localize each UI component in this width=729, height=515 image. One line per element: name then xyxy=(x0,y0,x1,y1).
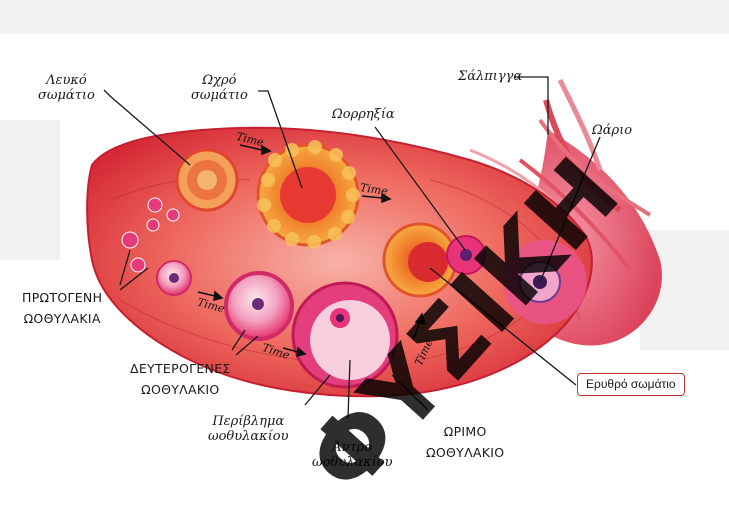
ovary-diagram: Λευκό σωμάτιο Ωχρό σωμάτιο Ωορρηξία Σάλπ… xyxy=(0,0,729,473)
label-leuko: Λευκό σωμάτιο xyxy=(38,73,95,103)
label-deuterogenes: ΔΕΥΤΕΡΟΓΕΝΕΣ ΩΟΘΥΛΑΚΙΟ xyxy=(130,361,231,397)
label-protogeni-line2: ΩΟΘΥΛΑΚΙΑ xyxy=(22,311,102,326)
label-periblima: Περίβλημα ωοθυλακίου xyxy=(208,414,289,444)
label-deuterogenes-line1: ΔΕΥΤΕΡΟΓΕΝΕΣ xyxy=(130,361,231,376)
label-leuko-line1: Λευκό xyxy=(38,73,95,88)
label-periblima-line1: Περίβλημα xyxy=(208,414,289,429)
label-ochro: Ωχρό σωμάτιο xyxy=(191,73,248,103)
label-protogeni: ΠΡΩΤΟΓΕΝΗ ΩΟΘΥΛΑΚΙΑ xyxy=(22,290,102,326)
label-periblima-line2: ωοθυλακίου xyxy=(208,429,289,444)
secondary-follicle xyxy=(226,273,292,339)
label-erythro: Ερυθρό σωμάτιο xyxy=(577,373,685,396)
label-orimo-line2: ΩΟΘΥΛΑΚΙΟ xyxy=(426,445,504,460)
label-salpinga: Σάλπιγγα xyxy=(458,69,522,84)
label-ochro-line1: Ωχρό xyxy=(191,73,248,88)
label-protogeni-line1: ΠΡΩΤΟΓΕΝΗ xyxy=(22,290,102,305)
label-oario: Ωάριο xyxy=(592,123,632,138)
label-leuko-line2: σωμάτιο xyxy=(38,88,95,103)
corpus-albicans xyxy=(177,150,237,210)
label-oorrixia: Ωορρηξία xyxy=(332,107,395,122)
label-ochro-line2: σωμάτιο xyxy=(191,88,248,103)
label-deuterogenes-line2: ΩΟΘΥΛΑΚΙΟ xyxy=(130,382,231,397)
